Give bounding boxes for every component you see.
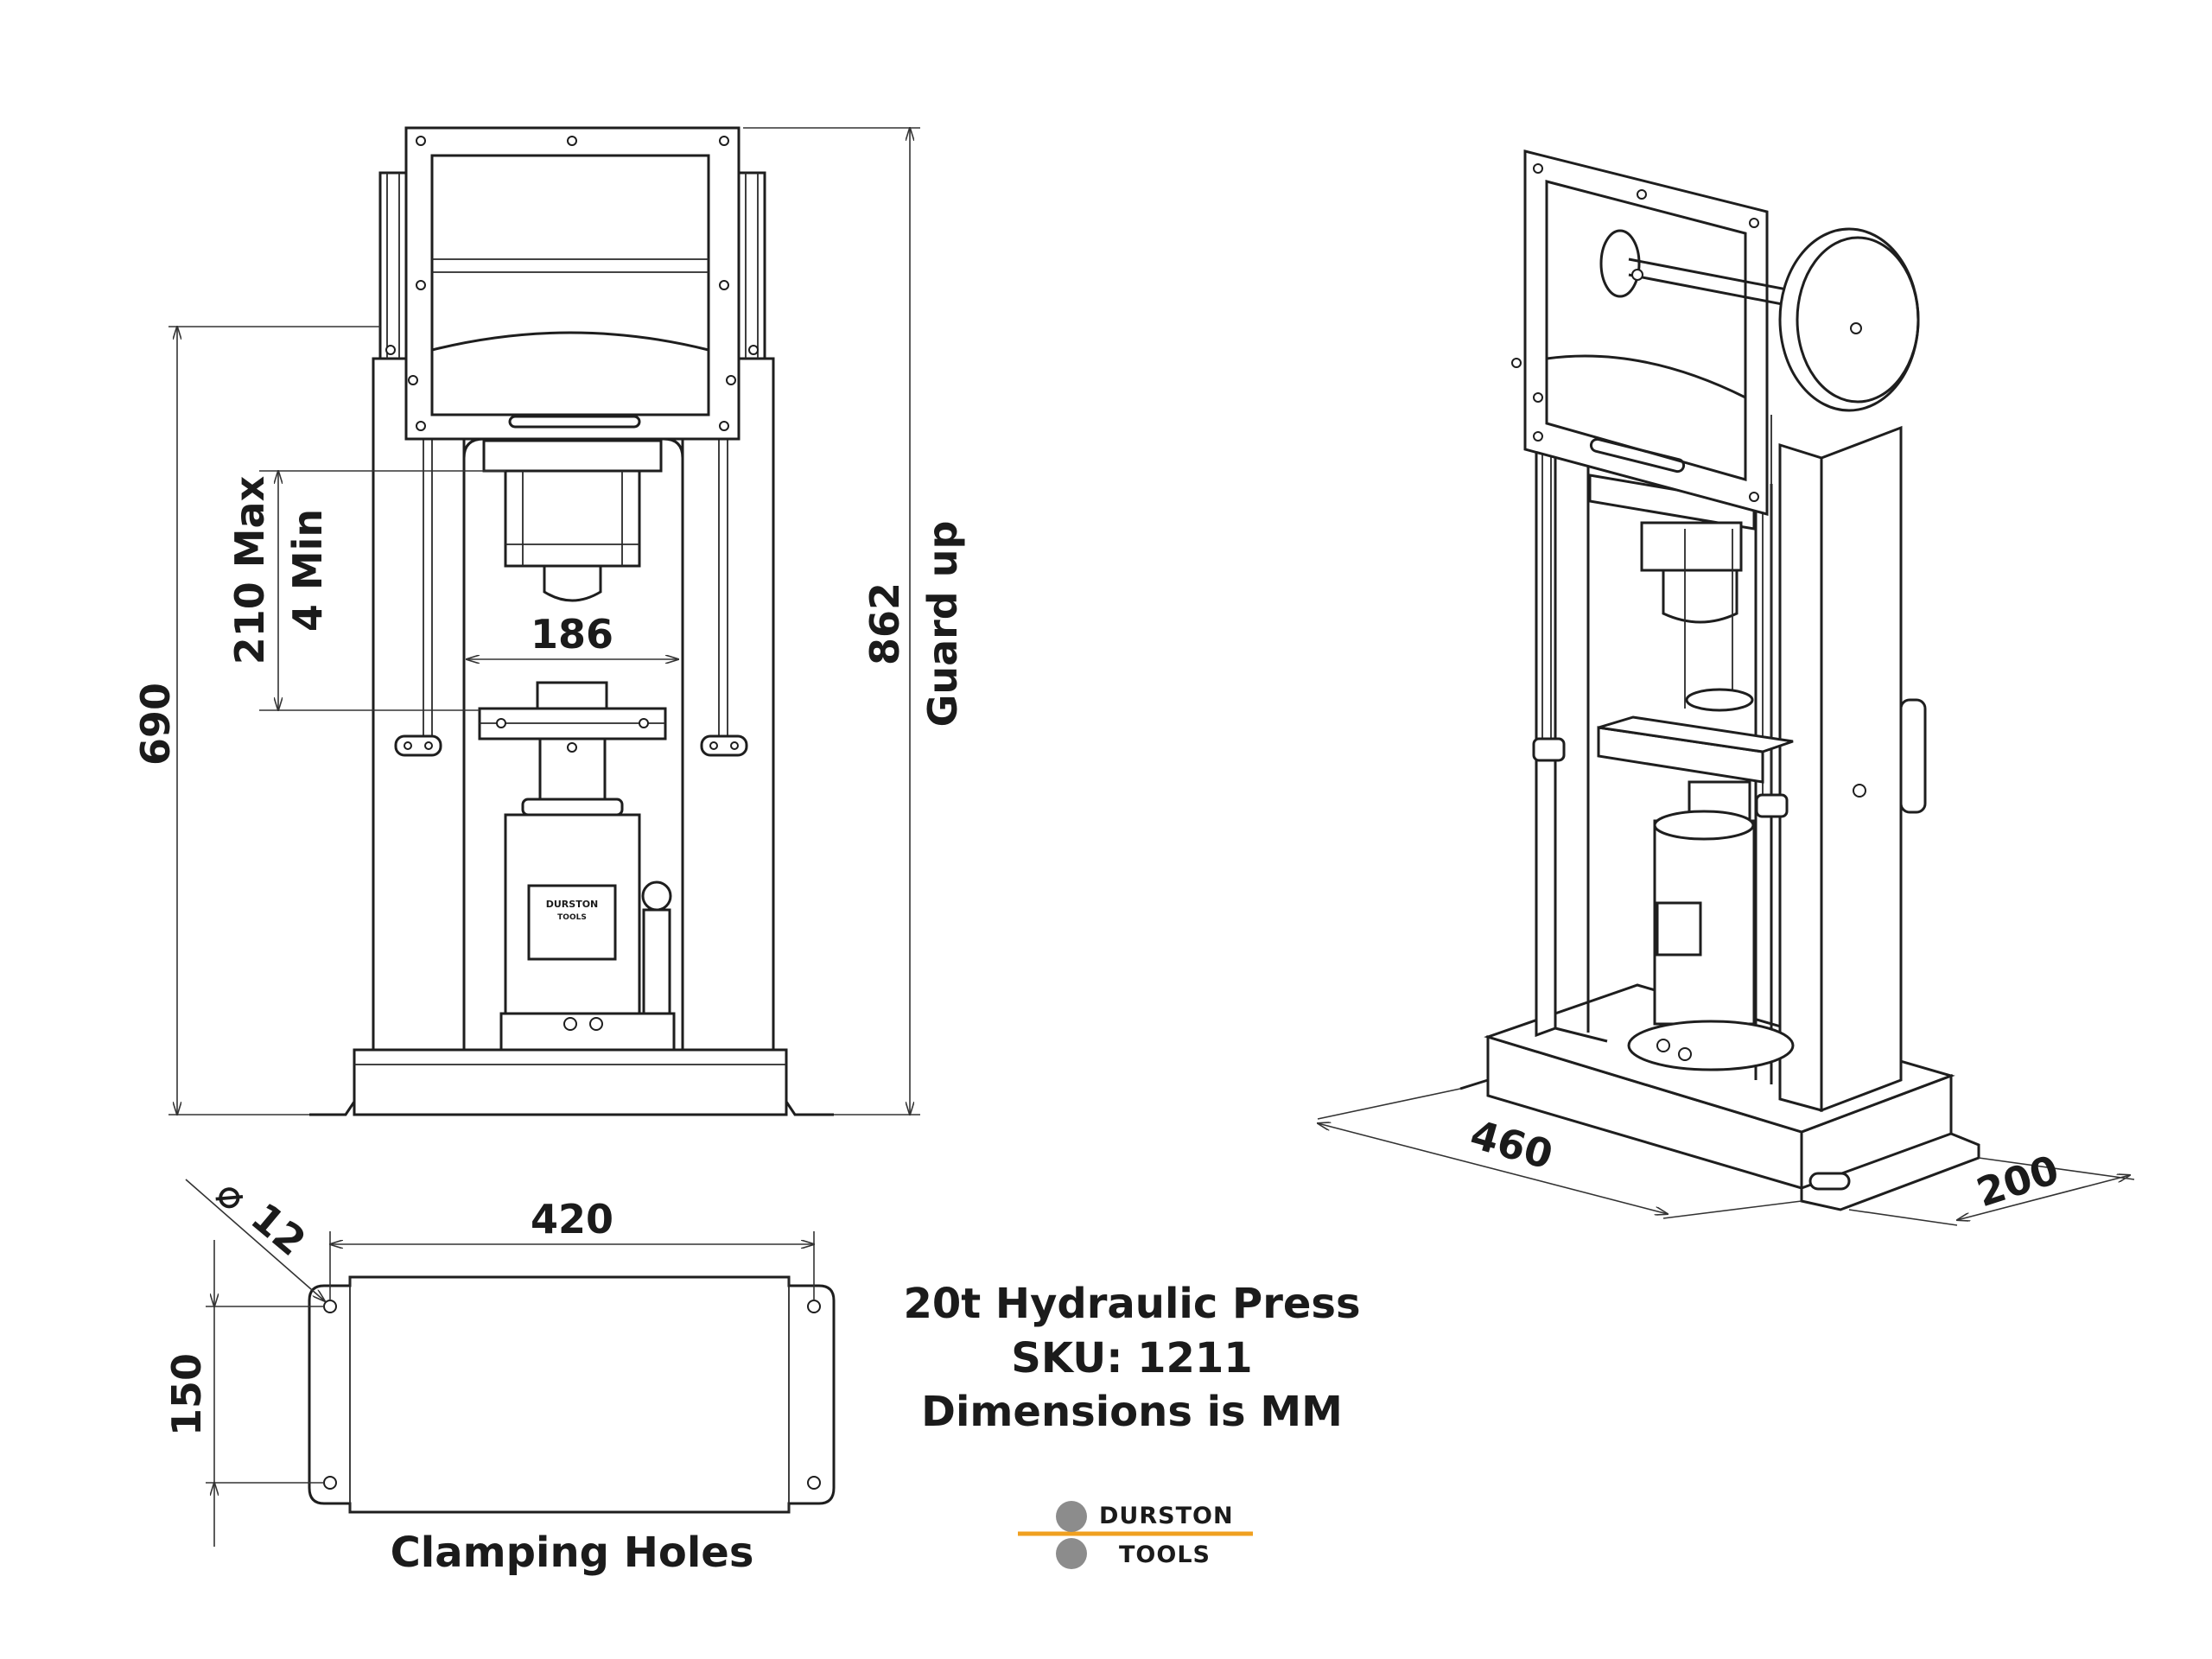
logo-circle-top — [1056, 1501, 1087, 1532]
dim-working-min: 4 Min — [284, 509, 331, 632]
product-title: 20t Hydraulic Press — [903, 1280, 1360, 1328]
units-note: Dimensions is MM — [921, 1388, 1343, 1436]
dim-height-guard-up: 862 — [861, 582, 908, 665]
durston-tools-logo: DURSTON TOOLS — [1018, 1501, 1253, 1569]
base-plan-view: 420 150 ⌀ 12 Clamping Holes — [163, 1169, 836, 1577]
logo-line1: DURSTON — [1099, 1503, 1234, 1529]
jack-brand-line1: DURSTON — [546, 899, 599, 910]
dim-inner-width: 186 — [531, 611, 613, 658]
clamping-holes-label: Clamping Holes — [391, 1529, 754, 1577]
dim-base-length: 420 — [531, 1196, 613, 1243]
isometric-view — [1459, 149, 1980, 1211]
clamp-hole — [807, 1300, 821, 1313]
dim-base-depth: 150 — [163, 1353, 210, 1436]
logo-circle-bottom — [1056, 1538, 1087, 1569]
guard-up-label: Guard up — [919, 521, 966, 728]
dim-iso-length: 460 — [1465, 1110, 1558, 1178]
jack-brand-line2: TOOLS — [557, 913, 587, 922]
front-view: DURSTON TOOLS — [309, 126, 834, 1116]
clamp-hole — [323, 1300, 337, 1313]
logo-line2: TOOLS — [1119, 1541, 1211, 1568]
sku-label: SKU: 1211 — [1011, 1334, 1252, 1382]
dim-hole-diameter: 12 — [242, 1193, 315, 1265]
dim-hole-symbol: ⌀ — [207, 1169, 256, 1220]
dim-iso-depth: 200 — [1971, 1146, 2064, 1216]
clamp-hole — [807, 1476, 821, 1490]
dim-overall-height: 690 — [132, 683, 179, 766]
dim-working-max: 210 Max — [226, 476, 273, 665]
front-dimensions: 690 862 Guard up 210 Max 4 Min 186 — [132, 128, 966, 1115]
clamp-hole — [323, 1476, 337, 1490]
title-block: 20t Hydraulic Press SKU: 1211 Dimensions… — [903, 1280, 1360, 1436]
